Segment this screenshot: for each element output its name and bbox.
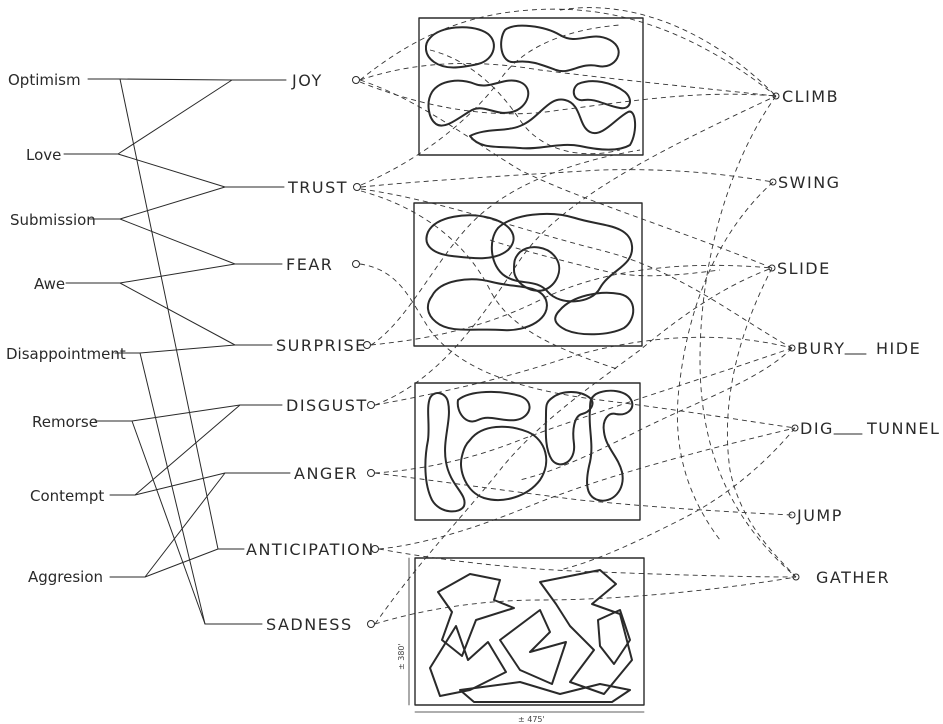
dimension-annotations: ± 475' ± 380' bbox=[397, 557, 645, 724]
primary-emotion-list: Optimism Love Submission Awe Disappointm… bbox=[6, 71, 126, 586]
label-joy: JOY bbox=[291, 71, 323, 90]
label-aggresion: Aggresion bbox=[28, 568, 103, 586]
dimension-width: ± 475' bbox=[518, 715, 545, 724]
label-hide: HIDE bbox=[876, 339, 921, 358]
label-anger: ANGER bbox=[294, 464, 358, 483]
label-awe: Awe bbox=[34, 275, 65, 293]
emotion-connector-lines bbox=[63, 78, 291, 625]
playground-plan-4 bbox=[414, 557, 645, 706]
label-swing: SWING bbox=[778, 173, 841, 192]
dimension-height: ± 380' bbox=[397, 643, 406, 670]
label-love: Love bbox=[26, 146, 61, 164]
label-sadness: SADNESS bbox=[266, 615, 353, 634]
label-tunnel: TUNNEL bbox=[866, 419, 940, 438]
label-remorse: Remorse bbox=[32, 413, 98, 431]
playground-plan-3 bbox=[414, 382, 641, 521]
basic-emotion-list: JOY TRUST FEAR SURPRISE DISGUST ANGER AN… bbox=[246, 71, 375, 634]
action-list: CLIMB SWING SLIDE BURY HIDE DIG TUNNEL J… bbox=[777, 87, 940, 587]
emotion-node-circles bbox=[352, 76, 800, 628]
label-slide: SLIDE bbox=[777, 259, 831, 278]
label-surprise: SURPRISE bbox=[276, 336, 367, 355]
label-bury: BURY bbox=[797, 339, 846, 358]
dashed-routes bbox=[359, 7, 797, 625]
label-climb: CLIMB bbox=[782, 87, 839, 106]
label-submission: Submission bbox=[10, 211, 96, 229]
label-fear: FEAR bbox=[286, 255, 333, 274]
label-optimism: Optimism bbox=[8, 71, 81, 89]
label-trust: TRUST bbox=[287, 178, 348, 197]
label-contempt: Contempt bbox=[30, 487, 104, 505]
playground-plan-1 bbox=[418, 17, 644, 156]
label-gather: GATHER bbox=[816, 568, 890, 587]
playground-plan-2 bbox=[413, 202, 643, 347]
label-dig: DIG bbox=[800, 419, 834, 438]
label-jump: JUMP bbox=[796, 506, 843, 525]
label-disappointment: Disappointment bbox=[6, 345, 126, 363]
label-anticipation: ANTICIPATION bbox=[246, 540, 375, 559]
label-disgust: DISGUST bbox=[286, 396, 368, 415]
